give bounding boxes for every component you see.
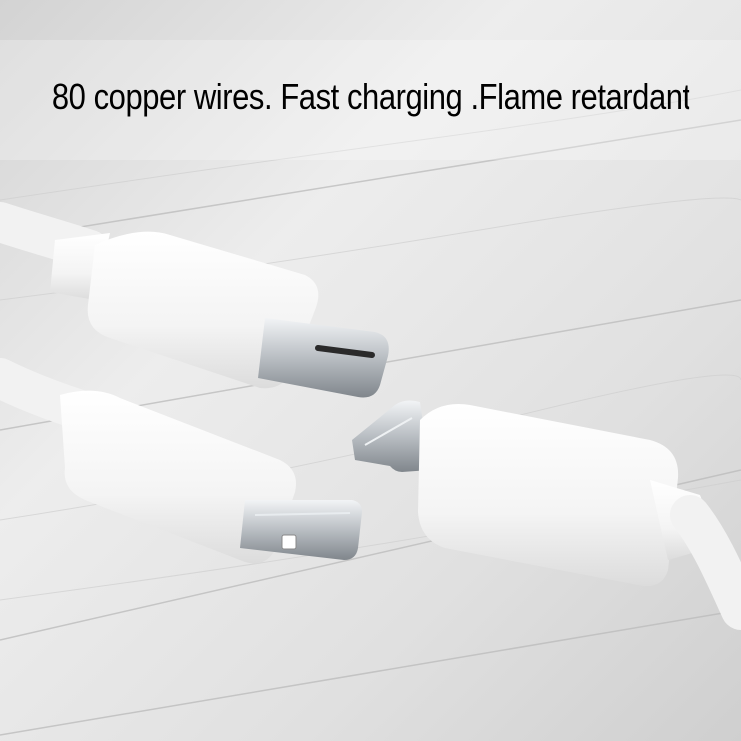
lightning-connector [0,358,362,564]
light-band [0,40,741,160]
micro-usb-connector [352,400,741,630]
usb-c-connector [0,202,389,398]
headline-caption: 80 copper wires. Fast charging .Flame re… [51,76,690,117]
